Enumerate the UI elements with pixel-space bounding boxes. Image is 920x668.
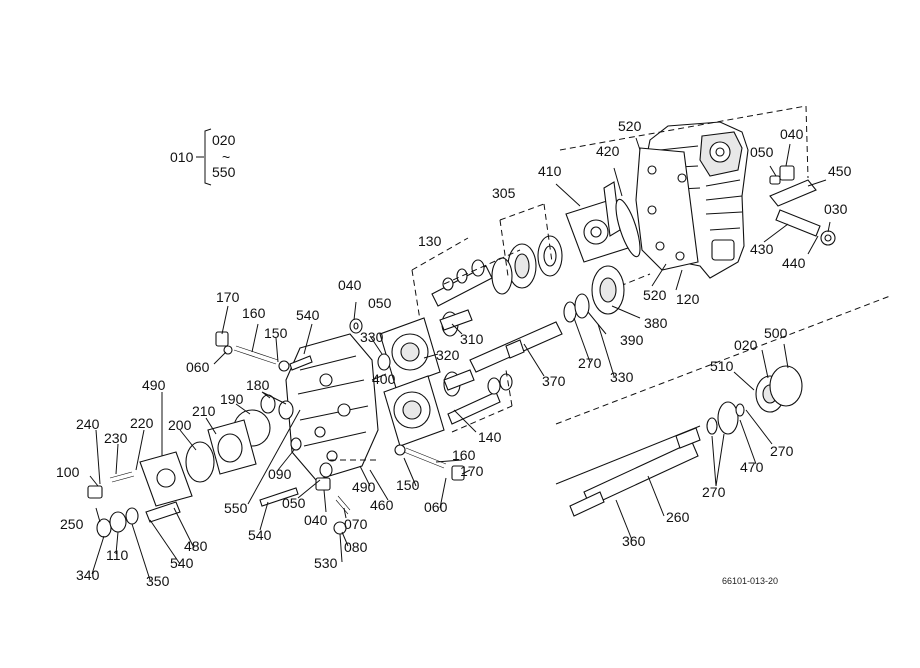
leader-lines	[89, 137, 831, 581]
label-140: 140	[478, 429, 502, 445]
label-540-lower: 540	[248, 527, 272, 543]
label-170: 170	[216, 289, 240, 305]
label-070: 070	[344, 516, 368, 532]
part-labels: 520 040 050 420 410 450 305 030 130 430 …	[56, 118, 852, 589]
label-350: 350	[146, 573, 170, 589]
label-220: 220	[130, 415, 154, 431]
label-050-mid: 050	[368, 295, 392, 311]
label-150: 150	[264, 325, 288, 341]
label-270-right: 270	[770, 443, 794, 459]
label-040-lower: 040	[304, 512, 328, 528]
pump-assembly-upper	[349, 309, 473, 389]
label-080: 080	[344, 539, 368, 555]
assembly-bottom-label: 550	[212, 164, 236, 180]
label-210: 210	[192, 403, 216, 419]
label-310: 310	[460, 331, 484, 347]
assembly-bracket: 010 020 ~ 550	[170, 128, 236, 186]
label-470: 470	[740, 459, 764, 475]
label-170-lower: 170	[460, 463, 484, 479]
assembly-sep-label: ~	[222, 149, 230, 165]
transmission-case	[559, 105, 836, 287]
label-190: 190	[220, 391, 244, 407]
label-110: 110	[106, 547, 129, 563]
label-020: 020	[734, 337, 758, 353]
label-270-shaft: 270	[702, 484, 726, 500]
label-400: 400	[372, 371, 396, 387]
label-090: 090	[268, 466, 292, 482]
label-180: 180	[246, 377, 270, 393]
label-030: 030	[824, 201, 848, 217]
label-510: 510	[710, 358, 734, 374]
assembly-main-label: 010	[170, 149, 194, 165]
label-050: 050	[750, 144, 774, 160]
label-460: 460	[370, 497, 394, 513]
pump-assembly-lower	[383, 369, 513, 447]
valve-body	[87, 331, 465, 538]
label-320: 320	[436, 347, 460, 363]
label-270: 270	[578, 355, 602, 371]
label-250: 250	[60, 516, 84, 532]
label-540: 540	[296, 307, 320, 323]
label-520: 520	[618, 118, 642, 134]
label-060-lower: 060	[424, 499, 448, 515]
label-410: 410	[538, 163, 562, 179]
label-330-lower: 330	[610, 369, 634, 385]
assembly-top-label: 020	[212, 132, 236, 148]
label-230: 230	[104, 430, 128, 446]
label-120: 120	[676, 291, 700, 307]
label-060: 060	[186, 359, 210, 375]
label-150-lower: 150	[396, 477, 420, 493]
label-200: 200	[168, 417, 192, 433]
label-440: 440	[782, 255, 806, 271]
label-390: 390	[620, 332, 644, 348]
label-260: 260	[666, 509, 690, 525]
label-540-bottom: 540	[170, 555, 194, 571]
label-040-mid: 040	[338, 277, 362, 293]
label-370: 370	[542, 373, 566, 389]
label-530: 530	[314, 555, 338, 571]
main-shaft-upper	[443, 249, 625, 373]
label-490-lower: 490	[352, 479, 376, 495]
figure-reference-code: 66101-013-20	[722, 576, 778, 586]
label-100: 100	[56, 464, 80, 480]
label-420: 420	[596, 143, 620, 159]
label-050-lower: 050	[282, 495, 306, 511]
label-340: 340	[76, 567, 100, 583]
label-360: 360	[622, 533, 646, 549]
label-160-lower: 160	[452, 447, 476, 463]
bearing-stack	[411, 203, 563, 321]
label-040: 040	[780, 126, 804, 142]
label-430: 430	[750, 241, 774, 257]
label-450: 450	[828, 163, 852, 179]
label-130: 130	[418, 233, 442, 249]
pto-shaft	[555, 295, 891, 517]
label-330: 330	[360, 329, 384, 345]
label-160: 160	[242, 305, 266, 321]
label-550: 550	[224, 500, 248, 516]
label-305: 305	[492, 185, 516, 201]
label-520-lower: 520	[643, 287, 667, 303]
label-490: 490	[142, 377, 166, 393]
label-380: 380	[644, 315, 668, 331]
label-240: 240	[76, 416, 100, 432]
label-500: 500	[764, 325, 788, 341]
label-480: 480	[184, 538, 208, 554]
